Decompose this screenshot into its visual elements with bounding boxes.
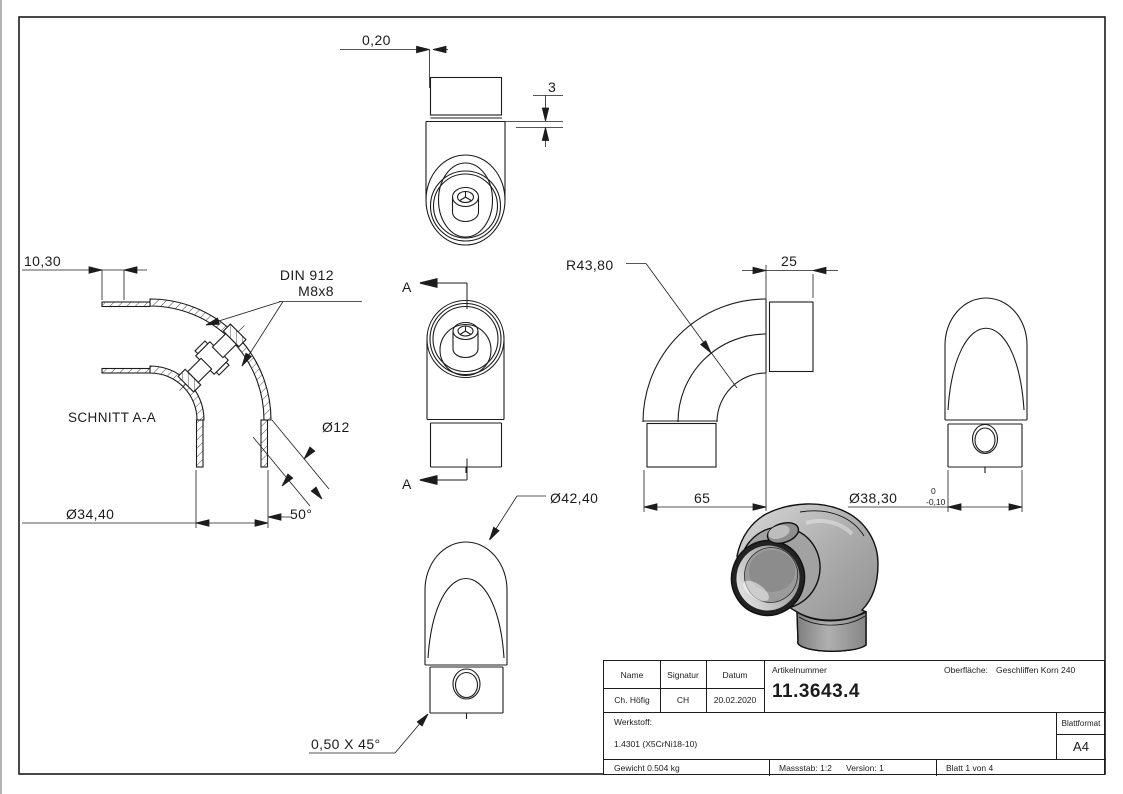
dim-stub-length-label: 25 <box>781 253 797 269</box>
title-block-divider <box>706 661 707 712</box>
screw-spec-line1: DIN 912 <box>280 267 334 283</box>
title-block-divider <box>604 712 1106 713</box>
top-view <box>425 76 506 246</box>
weight-value: Gewicht 0.504 kg <box>614 762 680 773</box>
bottom-view <box>424 541 508 719</box>
dim-dome-dia-label: Ø42,40 <box>550 490 598 506</box>
article-number-label: Artikelnummer <box>772 665 827 675</box>
sheet-value: Blatt 1 von 4 <box>946 762 994 773</box>
section-label: SCHNITT A-A <box>68 410 156 425</box>
window-left-edge <box>0 0 2 794</box>
title-block-divider <box>604 688 764 689</box>
top-view-dims <box>340 45 563 147</box>
name-header: Name <box>620 669 644 680</box>
dim-insert-dia-tol-upper: 0 <box>931 486 936 496</box>
section-arrow-bottom-label: A <box>402 476 412 492</box>
signature-header: Signatur <box>667 669 699 680</box>
sheet-frame <box>18 16 1106 775</box>
material-label: Werkstoff: <box>614 717 652 727</box>
section-arrow-top-label: A <box>402 279 412 295</box>
title-block-divider <box>936 759 937 776</box>
dim-chamfer-label: 0,50 X 45° <box>311 736 381 752</box>
sheet-format-value: A4 <box>1073 739 1089 754</box>
bottom-view-dims <box>309 495 546 754</box>
dim-insert-dia-label: Ø38,30 <box>849 490 897 506</box>
scale-value: Massstab: 1:2 <box>779 762 832 773</box>
signature-value: CH <box>676 695 690 705</box>
dim-insert-dia-tol-lower: -0,10 <box>926 497 946 507</box>
dim-outer-dia-bottom-label: Ø34,40 <box>66 506 114 522</box>
section-view-dims <box>22 266 362 528</box>
dim-top-offset-label: 0,20 <box>362 32 391 48</box>
dim-hole-angle-label: 50° <box>290 506 312 522</box>
title-block: Name Signatur Datum Ch. Höfig CH 20.02.2… <box>603 660 1106 776</box>
render-3d <box>730 503 879 652</box>
article-number: 11.3643.4 <box>772 681 860 702</box>
section-view <box>101 298 272 468</box>
front-view-dims <box>419 278 468 485</box>
dim-insert-depth-label: 10,30 <box>24 253 61 269</box>
material-value: 1.4301 (X5CrNi18-10) <box>614 739 698 749</box>
dim-wall-label: 3 <box>548 79 556 95</box>
surface-label: Oberfläche: <box>944 665 988 675</box>
end-view-dims <box>848 470 1023 512</box>
dim-bend-radius-label: R43,80 <box>566 257 614 273</box>
title-block-divider <box>1056 712 1057 759</box>
dim-overall-width-label: 65 <box>694 490 710 506</box>
front-view <box>426 299 505 473</box>
title-block-divider <box>764 661 765 712</box>
side-view-dims <box>626 263 838 512</box>
title-block-divider <box>1056 734 1106 735</box>
version-value: Version: 1 <box>846 762 884 773</box>
name-value: Ch. Höfig <box>614 695 650 705</box>
surface-value: Geschliffen Korn 240 <box>996 665 1076 675</box>
title-block-divider <box>660 661 661 712</box>
side-view <box>642 298 814 468</box>
date-header: Datum <box>722 669 748 680</box>
set-screw-assembly <box>177 323 247 393</box>
screw-spec-line2: M8x8 <box>298 283 334 299</box>
date-value: 20.02.2020 <box>713 695 757 705</box>
sheet-format-label: Blattformat <box>1061 718 1101 728</box>
end-view <box>944 297 1028 473</box>
title-block-divider <box>604 759 1106 760</box>
dim-hole-dia-label: Ø12 <box>322 419 350 435</box>
title-block-divider <box>769 759 770 776</box>
